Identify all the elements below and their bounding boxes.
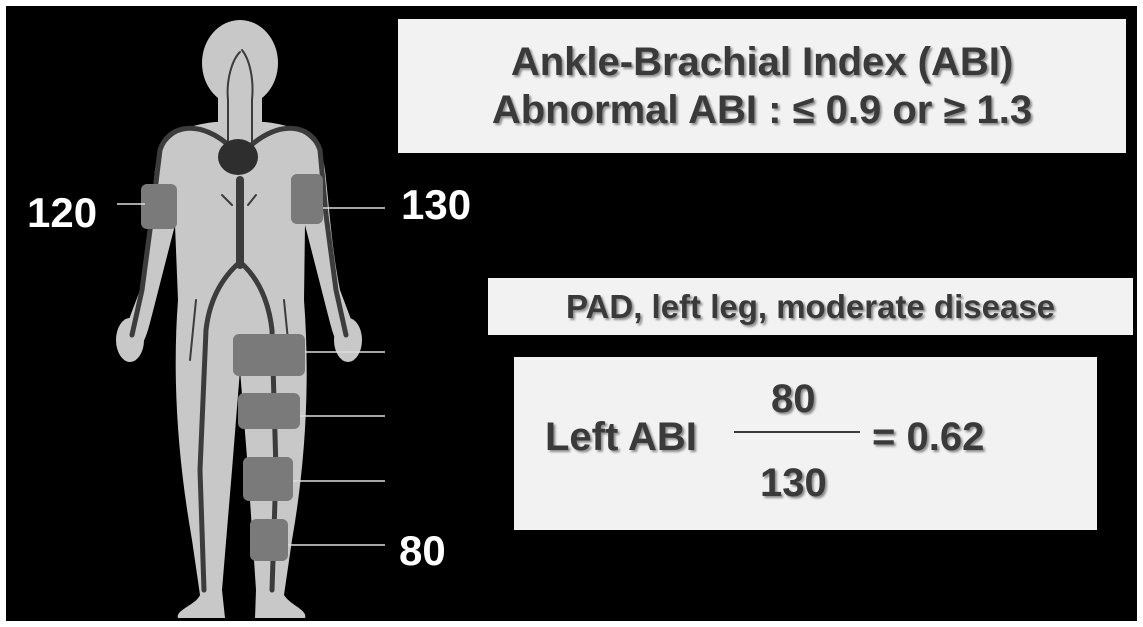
fraction-bar bbox=[734, 431, 860, 433]
cuff-left-calf bbox=[243, 457, 293, 501]
cuff-right-arm bbox=[141, 184, 177, 229]
formula-denominator: 130 bbox=[760, 463, 827, 503]
diagnosis-text: PAD, left leg, moderate disease bbox=[566, 288, 1055, 326]
cuff-left-arm bbox=[291, 174, 323, 224]
cuff-left-above-knee bbox=[238, 393, 300, 429]
left-arm-pressure: 130 bbox=[401, 184, 471, 226]
body-silhouette bbox=[116, 20, 362, 618]
title-line-1: Ankle-Brachial Index (ABI) bbox=[511, 38, 1013, 86]
left-ankle-pressure: 80 bbox=[399, 530, 446, 572]
cuff-left-thigh bbox=[233, 334, 305, 376]
formula-numerator: 80 bbox=[771, 379, 816, 419]
diagnosis-box: PAD, left leg, moderate disease bbox=[488, 278, 1133, 335]
formula-label: Left ABI bbox=[545, 417, 697, 457]
formula-result: = 0.62 bbox=[872, 417, 984, 457]
heart-icon bbox=[218, 139, 258, 175]
formula-box: Left ABI 80 130 = 0.62 bbox=[514, 357, 1097, 530]
right-arm-pressure: 120 bbox=[27, 192, 97, 234]
title-line-2: Abnormal ABI : ≤ 0.9 or ≥ 1.3 bbox=[492, 86, 1032, 134]
cuff-left-ankle bbox=[250, 519, 288, 561]
title-box: Ankle-Brachial Index (ABI) Abnormal ABI … bbox=[398, 19, 1126, 153]
